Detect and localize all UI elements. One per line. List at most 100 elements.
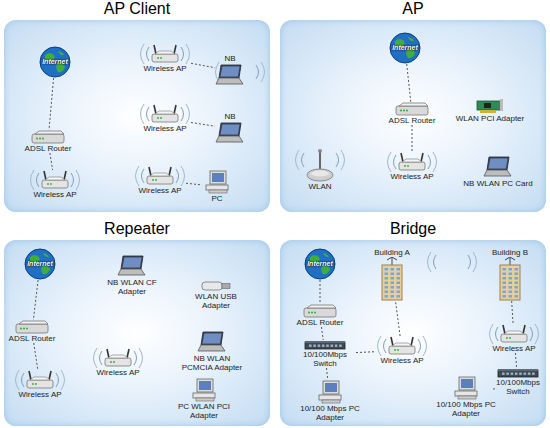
mode-panel: APInternetADSL RouterWLAN PCI AdapterWLA… <box>280 20 546 212</box>
device-node: Wireless AP <box>134 166 186 195</box>
icon-part <box>385 291 389 294</box>
device-node: 10/100Mbps Switch <box>294 340 356 368</box>
wave-mark <box>388 152 437 172</box>
icon-part <box>309 345 312 347</box>
icon-part <box>504 331 524 334</box>
usb-icon <box>201 280 231 292</box>
link-line <box>412 125 413 152</box>
icon-part <box>484 170 511 176</box>
icon-part <box>477 101 501 110</box>
device-label: Building B <box>485 248 535 257</box>
icon-part <box>406 110 408 112</box>
icon-part <box>335 345 338 347</box>
link-line <box>512 301 513 324</box>
icon-part <box>311 312 313 314</box>
icon-part <box>193 393 215 398</box>
icon-part <box>385 295 389 298</box>
switch-icon <box>497 368 539 378</box>
panel-title: AP <box>280 0 546 19</box>
icon-part <box>202 282 222 290</box>
icon-part <box>307 305 336 308</box>
icon-part <box>503 268 507 271</box>
icon-part <box>532 373 535 375</box>
icon-part <box>455 391 477 396</box>
icon-part <box>196 398 214 401</box>
laptop-icon <box>117 254 147 278</box>
link-line <box>34 343 38 370</box>
link-line <box>191 63 215 67</box>
device-node: WLAN USB Adapter <box>189 280 244 310</box>
wave-mark <box>16 370 65 390</box>
ap-icon <box>40 170 70 190</box>
link-line <box>407 64 411 102</box>
panel-title: Repeater <box>4 219 270 239</box>
icon-part <box>123 258 142 268</box>
device-node: NB WLAN PC Card <box>458 155 538 188</box>
device-node: Building A <box>367 248 417 301</box>
icon-part <box>515 291 519 294</box>
link-line <box>515 353 516 368</box>
device-node: Wireless AP <box>139 44 191 73</box>
icon-part <box>113 361 115 363</box>
icon-part <box>503 273 507 276</box>
laptop-icon <box>483 155 513 179</box>
building-icon <box>378 257 406 301</box>
device-label: WLAN PCI Adapter <box>450 114 530 123</box>
device-node: WLAN <box>300 148 340 191</box>
device-node: Internet <box>23 248 57 280</box>
icon-part <box>26 328 28 330</box>
device-label: PC WLAN PCI Adapter <box>172 402 236 420</box>
icon-part <box>461 379 473 388</box>
icon-part <box>206 185 228 190</box>
device-node: Building B <box>485 248 535 301</box>
icon-part <box>392 257 393 265</box>
icon-part <box>325 383 337 392</box>
laptop-icon <box>215 121 245 145</box>
icon-part <box>385 277 389 280</box>
device-label: Wireless AP <box>139 64 191 73</box>
icon-part <box>318 149 322 153</box>
icon-part <box>515 295 519 298</box>
icon-part <box>402 159 422 162</box>
device-label: Wireless AP <box>376 356 428 365</box>
icon-part <box>30 377 50 380</box>
icon-part <box>32 134 64 143</box>
icon-part <box>152 114 178 122</box>
device-label: Wireless AP <box>139 124 191 133</box>
icon-part <box>519 373 522 375</box>
icon-part <box>397 273 401 276</box>
icon-part <box>174 105 176 114</box>
device-node: PC WLAN PCI Adapter <box>172 378 236 420</box>
icon-part <box>480 110 496 113</box>
icon-part <box>160 117 162 119</box>
icon-part <box>403 110 405 112</box>
icon-part <box>458 396 476 399</box>
device-node: Wireless AP <box>92 348 144 377</box>
icon-part <box>387 257 397 260</box>
icon-part <box>107 349 109 358</box>
icon-part <box>169 167 171 176</box>
pc-icon <box>317 380 343 404</box>
icon-part <box>515 286 519 289</box>
icon-part <box>42 138 44 140</box>
icon-part <box>397 277 401 280</box>
device-node: NB <box>215 112 245 145</box>
device-label: Wireless AP <box>29 190 81 199</box>
link-line <box>186 183 202 185</box>
device-label: Wireless AP <box>14 390 66 399</box>
device-label: PC <box>202 194 232 203</box>
wave-mark <box>141 104 190 124</box>
icon-part <box>385 282 389 285</box>
building-icon <box>496 257 524 301</box>
wave-mark <box>136 166 185 186</box>
device-node: NB WLAN PCMCIA Adapter <box>180 330 244 372</box>
icon-part <box>210 171 226 184</box>
wave-mark <box>428 252 477 272</box>
icon-part <box>502 373 505 375</box>
icon-part <box>397 295 401 298</box>
icon-part <box>174 45 176 54</box>
icon-part <box>58 51 64 55</box>
icon-part <box>503 286 507 289</box>
icon-part <box>400 110 402 112</box>
